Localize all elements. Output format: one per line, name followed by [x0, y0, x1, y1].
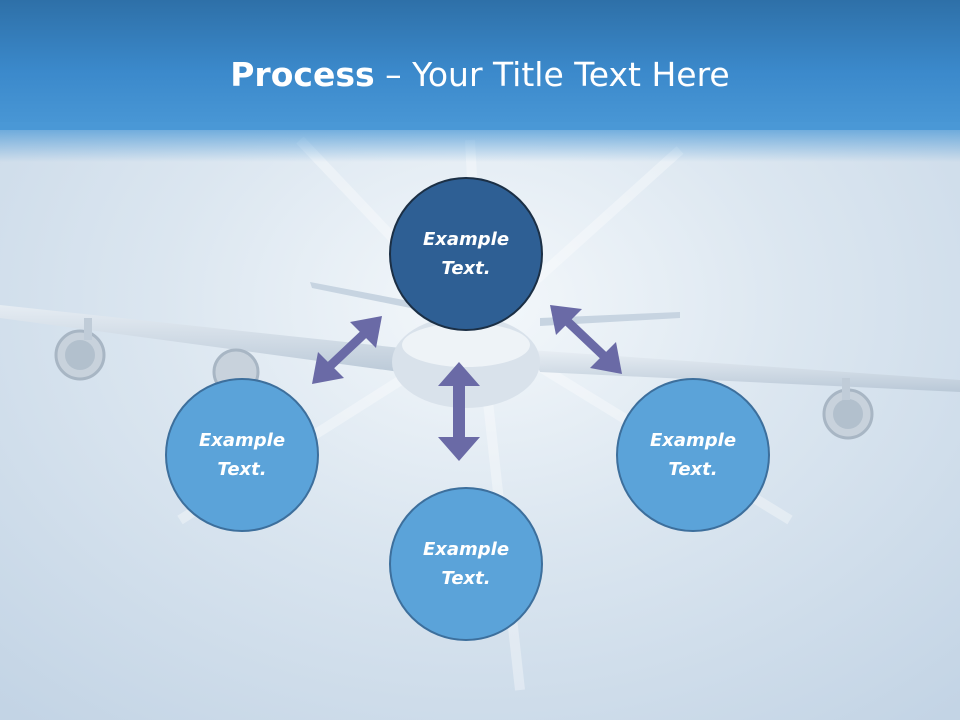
arrow-vertical	[438, 362, 480, 461]
title-bar-fade	[0, 122, 960, 162]
center-circle-text: Example Text.	[422, 229, 510, 279]
slide-title: Process – Your Title Text Here	[0, 52, 960, 98]
center-circle: Example Text.	[389, 177, 543, 331]
arrow-center-left	[312, 316, 382, 384]
title-bold: Process	[230, 55, 375, 94]
arrow-center-right	[550, 305, 622, 374]
bottom-circle-text: Example Text.	[422, 539, 510, 589]
left-circle-text: Example Text.	[198, 430, 286, 480]
title-bar	[0, 0, 960, 130]
bottom-circle: Example Text.	[389, 487, 543, 641]
right-circle-text: Example Text.	[649, 430, 737, 480]
right-circle: Example Text.	[616, 378, 770, 532]
left-circle: Example Text.	[165, 378, 319, 532]
title-rest: – Your Title Text Here	[374, 55, 730, 94]
